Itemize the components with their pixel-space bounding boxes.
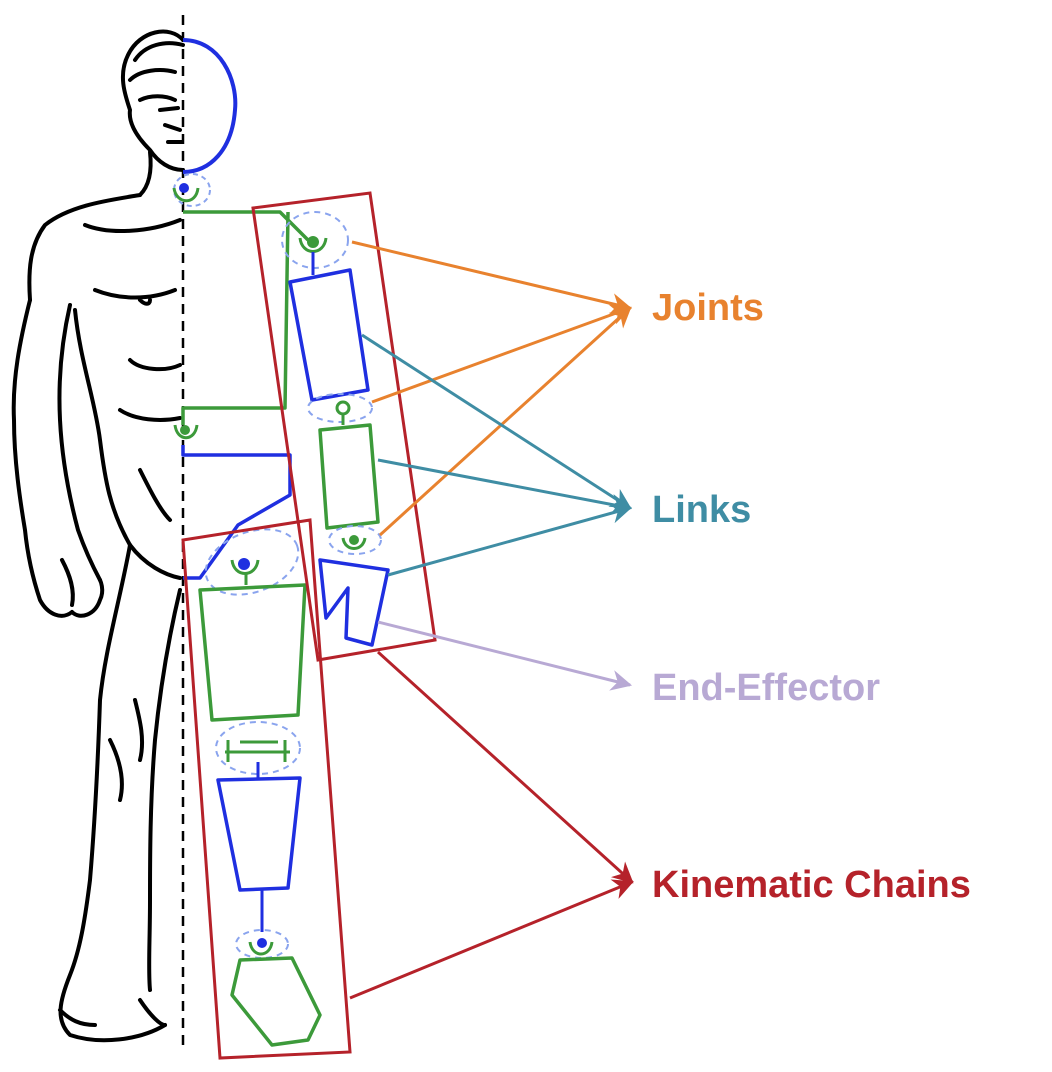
human-figure (11, 29, 185, 1043)
head-link (182, 38, 238, 174)
joints-pointers (351, 240, 633, 537)
leg-inner (147, 588, 182, 992)
end-effector-label: End-Effector (652, 667, 880, 709)
knee (108, 698, 145, 802)
hip-joint-upper (180, 425, 190, 435)
wrist-joint-envelope (328, 525, 382, 555)
hip-joint-cup (173, 424, 199, 440)
wrist-joint-cup (341, 537, 367, 550)
knee-joint-envelope (215, 721, 301, 775)
abdomen (118, 358, 182, 522)
links-label: Links (652, 489, 751, 531)
neck-joint (179, 183, 189, 193)
leg-outer (58, 543, 167, 1043)
shoulder-joint (307, 236, 319, 248)
upper-arm-link (288, 268, 370, 402)
head-outline (120, 29, 185, 172)
hip-joint (238, 558, 250, 570)
hand (60, 558, 105, 618)
hip-joint-envelope (204, 528, 300, 596)
thigh-link (198, 583, 307, 722)
arm-inner (57, 303, 102, 582)
kinematic-chains-label: Kinematic Chains (652, 864, 971, 906)
shoulder-joint-cup (298, 237, 328, 253)
torso-link (181, 211, 290, 425)
ankle-joint (257, 938, 267, 948)
pelvis-link (181, 445, 292, 580)
end-effector-link (318, 558, 390, 647)
torso-side (73, 308, 182, 580)
wrist-joint (349, 535, 359, 545)
neck-joint-envelope (173, 173, 211, 207)
end-effector-pointer (377, 620, 633, 691)
kinematic-model (172, 38, 390, 1047)
shoulder-girdle-link (183, 210, 310, 242)
elbow-joint-envelope (307, 393, 373, 423)
arm-outer (11, 298, 74, 618)
neck (138, 150, 153, 197)
shoulder-joint-envelope (281, 211, 349, 269)
chest (83, 218, 182, 306)
hair (128, 41, 185, 102)
joints-label: Joints (652, 287, 764, 329)
ankle-joint-envelope (235, 929, 289, 959)
links-pointers (361, 333, 633, 577)
kinematic-chains-pointers (349, 650, 634, 1000)
shoulder-outline (27, 193, 142, 302)
face-features (158, 106, 184, 144)
neck-joint-cup (172, 187, 200, 203)
arm-chain-box (251, 191, 437, 662)
ankle-joint-cup (248, 941, 274, 956)
foot-link (230, 956, 322, 1047)
leg-chain-box (181, 518, 352, 1060)
foot (58, 998, 167, 1027)
elbow-joint (335, 400, 351, 416)
shank-link (216, 776, 302, 892)
forearm-link (318, 423, 380, 530)
